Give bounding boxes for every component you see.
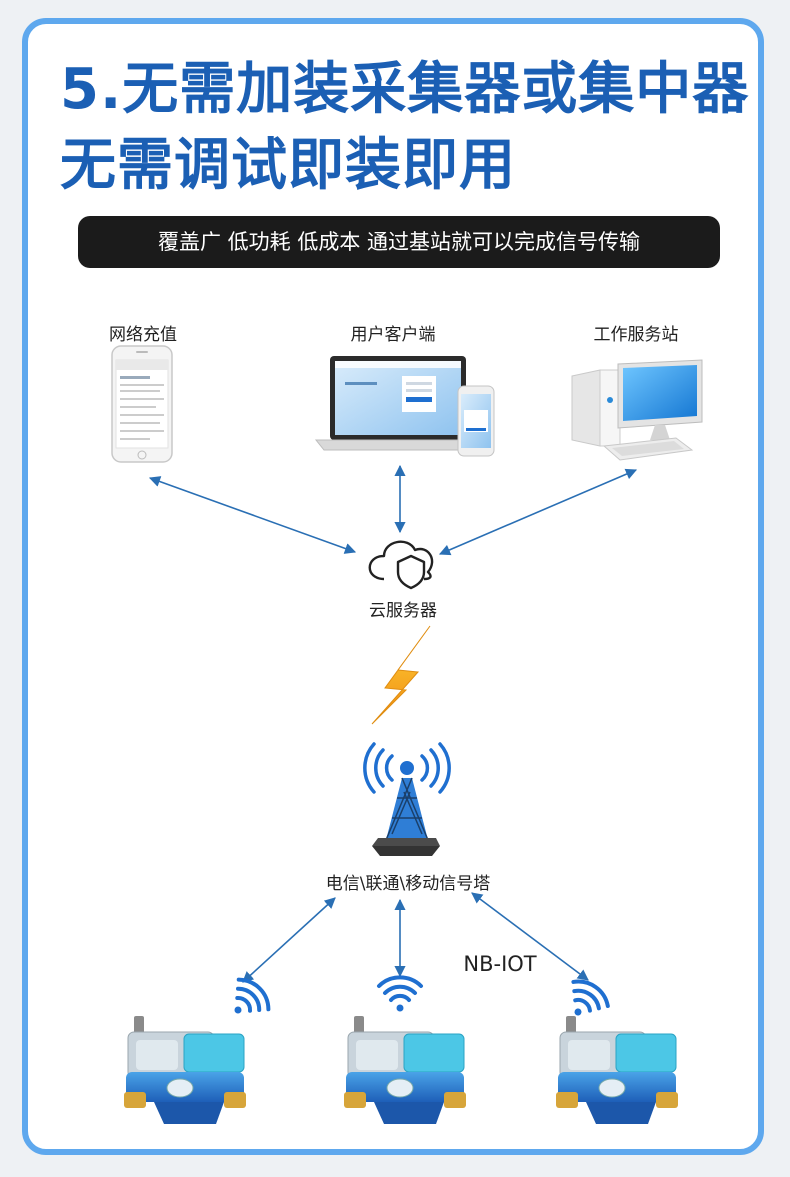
- workstation-label: 工作服务站: [593, 325, 679, 345]
- arrow-recharge-cloud: [148, 476, 357, 554]
- arrow-tower-meter1: [242, 897, 336, 983]
- laptop-icon: [314, 356, 482, 451]
- water-meter-icon-1: [124, 1016, 246, 1124]
- small-phone-icon: [457, 385, 495, 457]
- wifi-icon-1: [234, 977, 271, 1014]
- user-client-label: 用户客户端: [350, 325, 436, 345]
- cloud-shield-icon: [368, 540, 434, 590]
- arrow-tower-meter3: [471, 892, 589, 981]
- online-recharge-label: 网络充值: [109, 325, 177, 345]
- lightning-bolt-icon: [371, 625, 431, 725]
- connection-arrows: [148, 464, 638, 983]
- wifi-icon-3: [571, 979, 610, 1016]
- page-title-line2: 无需调试即装即用: [60, 133, 516, 198]
- water-meter-icon-2: [344, 1016, 466, 1124]
- signal-tower-icon: [363, 742, 451, 856]
- main-card: [22, 18, 764, 1155]
- cloud-server-label: 云服务器: [369, 601, 437, 621]
- feature-banner: 覆盖广 低功耗 低成本 通过基站就可以完成信号传输: [78, 216, 720, 268]
- water-meter-icon-3: [556, 1016, 678, 1124]
- arrow-workstation-cloud: [438, 468, 638, 556]
- wifi-icon-2: [377, 975, 423, 1012]
- smartphone-icon: [111, 345, 173, 463]
- signal-tower-label: 电信\联通\移动信号塔: [325, 874, 491, 894]
- desktop-computer-icon: [571, 359, 703, 461]
- page-title-line1: 5.无需加装采集器或集中器: [60, 57, 750, 122]
